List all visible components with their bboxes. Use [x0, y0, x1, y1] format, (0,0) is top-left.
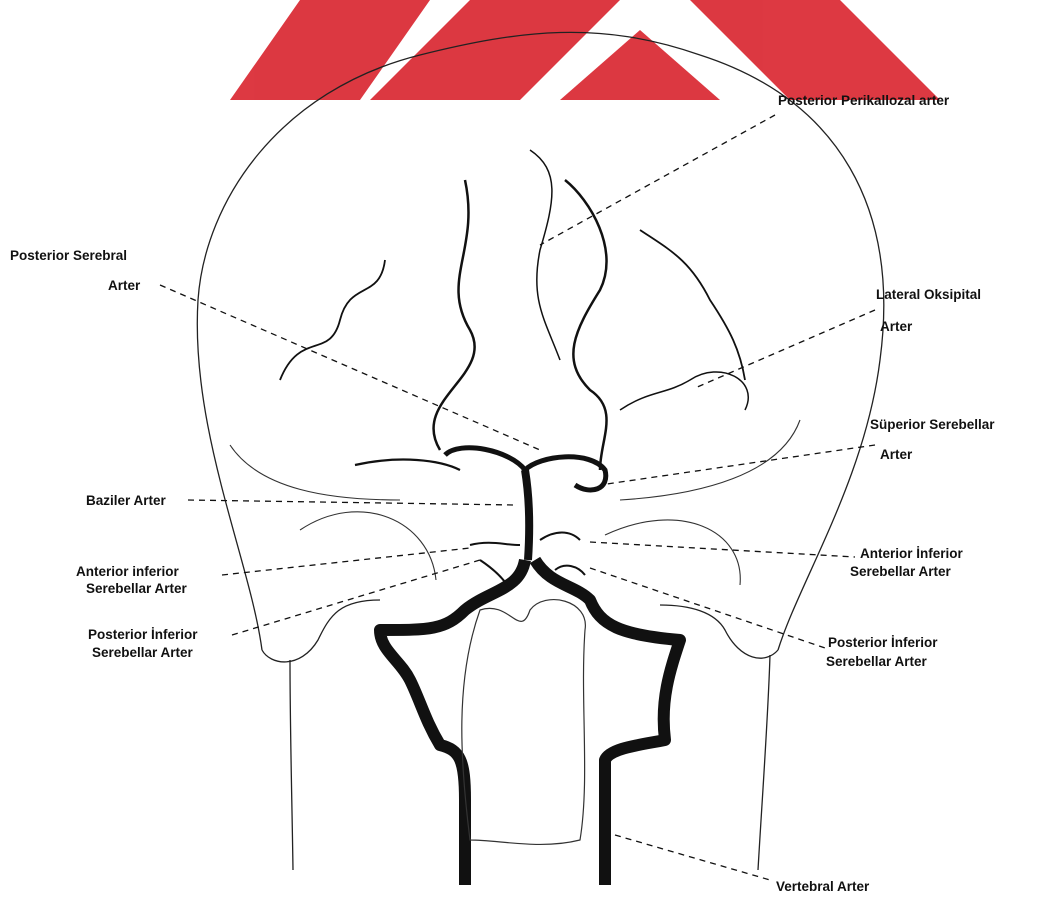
label-posterior-perikallozal: Posterior Perikallozal arter: [778, 92, 949, 109]
label-pica-left-line1: Posterior İnferior: [88, 626, 198, 643]
label-posterior-serebral-line2: Arter: [108, 277, 140, 294]
tentorium-left: [230, 445, 400, 500]
label-lateral-oksipital-line1: Lateral Oksipital: [876, 286, 981, 303]
neck-right-outline: [758, 655, 770, 870]
left-pca-branch: [280, 260, 385, 380]
aica-left-vessel: [470, 543, 520, 545]
vertebral-right: [535, 560, 680, 885]
label-baziler-arter: Baziler Arter: [86, 492, 166, 509]
label-superior-serebellar-line2: Arter: [880, 446, 912, 463]
basilar-artery: [525, 470, 529, 560]
label-aica-left-line1: Anterior inferior: [76, 563, 179, 580]
left-scar: [355, 460, 460, 470]
leader-lines: [160, 115, 875, 880]
label-pica-left-line2: Serebellar Arter: [92, 644, 193, 661]
neck-left-outline: [290, 660, 293, 870]
label-vertebral-arter: Vertebral Arter: [776, 878, 869, 895]
dens-outline: [462, 600, 586, 845]
aica-right-vessel: [540, 533, 580, 541]
watermark: [230, 0, 940, 100]
label-superior-serebellar-line1: Süperior Serebellar: [870, 416, 995, 433]
label-pica-right-line1: Posterior İnferior: [828, 634, 938, 651]
lateral-occipital-branch: [620, 372, 748, 410]
skull-outline: [197, 32, 883, 650]
vertebral-left: [380, 560, 525, 885]
label-aica-left-line2: Serebellar Arter: [86, 580, 187, 597]
cerebellum-left: [300, 512, 436, 580]
label-aica-right-line2: Serebellar Arter: [850, 563, 951, 580]
cerebellum-right: [605, 520, 740, 585]
label-lateral-oksipital-line2: Arter: [880, 318, 912, 335]
label-aica-right-line1: Anterior İnferior: [860, 545, 963, 562]
right-pca-main: [565, 180, 607, 470]
right-pca-branch: [640, 230, 745, 380]
left-pca-main: [434, 180, 475, 450]
pica-right-vessel: [555, 566, 585, 575]
label-pica-right-line2: Serebellar Arter: [826, 653, 927, 670]
pericallosal-branch: [530, 150, 560, 360]
label-posterior-serebral-line1: Posterior Serebral: [10, 247, 127, 264]
mastoid-left: [262, 600, 380, 662]
